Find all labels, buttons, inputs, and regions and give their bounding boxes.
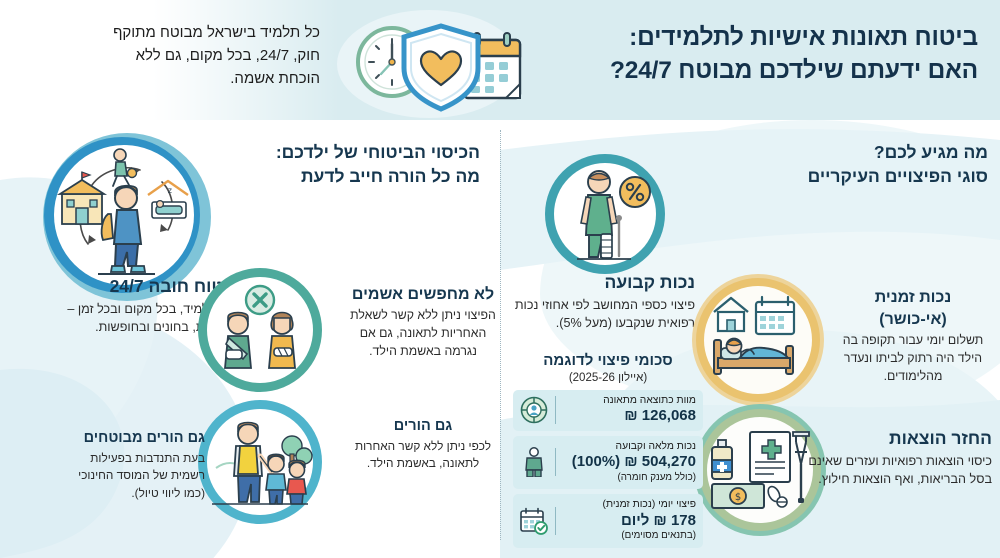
medicine-bottle — [711, 439, 733, 480]
sum-row-daily-amount: 178 ₪ ליום — [620, 511, 696, 529]
sum-row-daily-label: פיצוי יומי (נכות זמנית) — [602, 499, 696, 511]
bed-with-child — [713, 337, 794, 375]
item-temporary-disability-body: תשלום יומי עבור תקופה בה הילד היה רתוק ל… — [842, 333, 984, 384]
x-mark-badge — [244, 284, 276, 316]
item-parents-no-blame-title: גם הורים — [393, 418, 453, 434]
item-parents-covered: גם הורים מבוטחים בעת התנדבות בפעילות רשמ… — [73, 430, 205, 502]
item-parents-covered-title: גם הורים מבוטחים — [83, 430, 205, 446]
sum-divider — [555, 448, 556, 477]
person-standing-icon — [519, 447, 549, 478]
item-permanent-disability-body: פיצוי כספי המחושב לפי אחוזי נכות רפואית … — [514, 298, 695, 331]
crutch-icon — [792, 431, 810, 503]
right-heading-line2: סוגי הפיצויים העיקריים — [807, 166, 988, 187]
right-heading-line1: מה מגיע לכם? — [873, 142, 988, 162]
page-title-line1: ביטוח תאונות אישיות לתלמידים: — [629, 24, 978, 51]
prescription-document — [749, 431, 791, 483]
calendar-check-icon — [519, 506, 549, 536]
sum-row-full-disability-label: נכות מלאה וקבועה — [615, 440, 696, 452]
right-section-heading: מה מגיע לכם? סוגי הפיצויים העיקריים — [718, 140, 988, 188]
child-left — [265, 453, 287, 505]
sum-row-daily-note: (בתנאים מסוימים) — [621, 529, 696, 541]
disabled-person-percent-icon — [545, 154, 665, 274]
header-fade — [0, 0, 340, 120]
sums-panel-title: סכומי פיצוי לדוגמה — [543, 352, 673, 369]
header-intro-text: כל תלמיד בישראל מבוטח מתוקף חוק, 24/7, ב… — [113, 24, 320, 87]
item-parents-no-blame: גם הורים לכפי ניתן ללא קשר האחרות לתאונה… — [348, 418, 498, 473]
small-calendar-icon — [754, 295, 796, 336]
left-section-heading: הכיסוי הביטוחי של ילדכם: מה כל הורה חייב… — [250, 140, 480, 188]
sum-row-death: מוות כתוצאה מתאונה 126,068 ₪ — [513, 389, 703, 431]
shield-heart-icon — [401, 23, 481, 112]
child-arm-sling — [224, 311, 252, 369]
page-title: ביטוח תאונות אישיות לתלמידים: האם ידעתם … — [558, 22, 978, 88]
sums-panel-subtitle: (איילון 2025-26) — [568, 371, 648, 384]
sum-row-death-label: מוות כתוצאה מתאונה — [603, 394, 696, 406]
item-expense-reimbursement-title: החזר הוצאות — [889, 428, 992, 448]
school-building — [56, 171, 108, 225]
svg-text:z: z — [168, 186, 172, 195]
walking-student — [98, 184, 155, 275]
item-parents-no-blame-body: לכפי ניתן ללא קשר האחרות לתאונה, באשמת ה… — [354, 439, 492, 471]
sum-divider — [555, 396, 556, 425]
banknote-icon: $ — [711, 483, 765, 509]
percent-badge — [619, 176, 651, 208]
hero-icon-cluster — [336, 6, 522, 118]
child-arm-bandage — [268, 311, 296, 369]
item-expense-reimbursement: החזר הוצאות כיסוי הוצאות רפואיות ועזרים … — [802, 428, 992, 489]
student-routine-icon: z — [43, 133, 211, 301]
child-right — [286, 459, 307, 505]
running-child — [112, 148, 138, 187]
injured-people-icon — [198, 268, 322, 392]
item-temporary-disability: נכות זמנית (אי-כושר) תשלום יומי עבור תקו… — [837, 288, 989, 386]
left-heading-line1: הכיסוי הביטוחי של ילדכם: — [275, 142, 480, 162]
medicine-crutch-money-icon: $ — [694, 404, 826, 536]
pills-icon — [767, 485, 788, 508]
sum-row-full-disability-note: (כולל מענק חומרה) — [617, 471, 696, 483]
left-heading-line2: מה כל הורה חייב לדעת — [300, 166, 480, 187]
sum-row-death-text: מוות כתוצאה מתאונה 126,068 ₪ — [562, 395, 696, 426]
sum-row-daily: פיצוי יומי (נכות זמנית) 178 ₪ ליום (בתנא… — [513, 494, 703, 548]
home-bed: z — [147, 179, 189, 219]
svg-text:$: $ — [735, 492, 741, 503]
parent-children-icon — [198, 400, 322, 524]
item-no-blame: לא מחפשים אשמים הפיצוי ניתן ללא קשר לשאל… — [343, 285, 503, 361]
item-permanent-disability: נכות קבועה פיצוי כספי המחושב לפי אחוזי נ… — [503, 272, 695, 333]
sum-row-full-disability-amount: 504,270 ₪ (100%) — [571, 453, 696, 471]
standing-patient — [577, 170, 631, 260]
house-icon — [713, 296, 749, 333]
sum-divider — [555, 506, 556, 535]
item-temporary-disability-title2: (אי-כושר) — [879, 311, 947, 329]
sum-row-death-amount: 126,068 ₪ — [624, 407, 696, 425]
sum-row-full-disability: נכות מלאה וקבועה 504,270 ₪ (100%) (כולל … — [513, 435, 703, 490]
item-parents-covered-body: בעת התנדבות בפעילות רשמית של המוסד החינו… — [78, 451, 205, 500]
item-permanent-disability-title: נכות קבועה — [604, 272, 696, 292]
bed-rest-home-calendar-icon — [692, 274, 824, 406]
page-title-line2: האם ידעתם שילדכם מבוטח 24/7? — [610, 56, 978, 84]
example-compensation-panel: סכומי פיצוי לדוגמה (איילון 2025-26) מוו — [513, 352, 703, 553]
adult-volunteer — [233, 421, 275, 503]
sum-row-daily-text: פיצוי יומי (נכות זמנית) 178 ₪ ליום (בתנא… — [562, 499, 696, 542]
life-ring-icon — [519, 395, 549, 425]
column-divider — [500, 130, 501, 540]
item-expense-reimbursement-body: כיסוי הוצאות רפואיות ועזרים שאינם בסל הב… — [808, 454, 992, 487]
sum-row-full-disability-text: נכות מלאה וקבועה 504,270 ₪ (100%) (כולל … — [562, 441, 696, 484]
item-temporary-disability-title1: נכות זמנית — [874, 289, 952, 306]
item-no-blame-title: לא מחפשים אשמים — [351, 286, 495, 303]
item-no-blame-body: הפיצוי ניתן ללא קשר לשאלת האחריות לתאונה… — [350, 308, 496, 358]
